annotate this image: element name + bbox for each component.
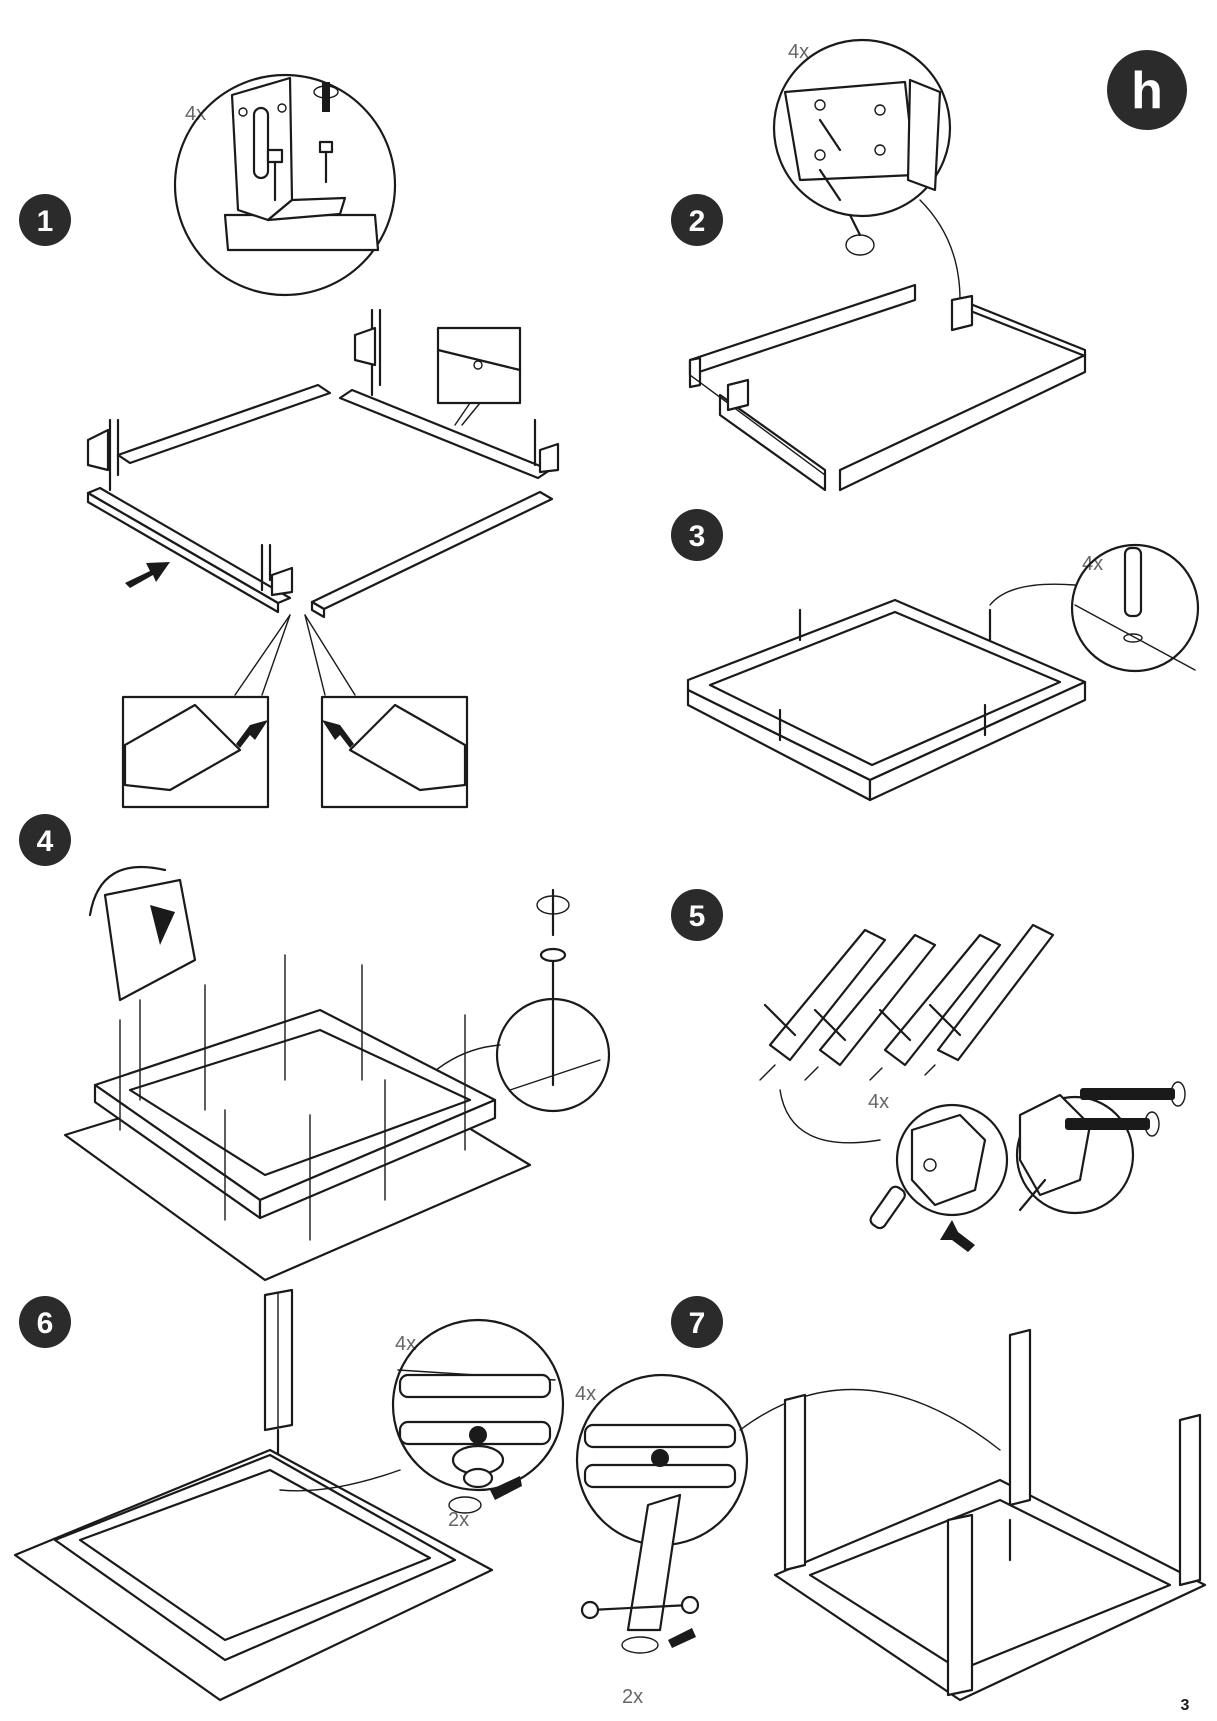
step-3-frame: [686, 598, 1087, 802]
screwdriver-icon: [536, 888, 570, 937]
step-5-dowel-detail: [779, 1089, 1009, 1252]
step-6-leg: [263, 1288, 294, 1472]
step-5-badge: 5: [671, 889, 723, 941]
step-1-badge: 1: [19, 194, 71, 246]
step-7-wrench-detail: [575, 1373, 1001, 1654]
step-7-badge: 7: [671, 1296, 723, 1348]
page-number: 3: [1181, 1697, 1190, 1714]
step-7-quantity: 4x: [575, 1383, 596, 1405]
screw-icon: [266, 140, 334, 202]
step-6-quantity: 4x: [395, 1333, 416, 1355]
screwdriver-icon: [313, 82, 339, 112]
step-3-dowel-detail: [989, 543, 1200, 673]
step-4-badge: 4: [19, 814, 71, 866]
step-2: 2 4x: [671, 38, 1087, 492]
step-2-quantity: 4x: [788, 41, 809, 63]
step-3-quantity: 4x: [1082, 553, 1103, 575]
step-1-quantity: 4x: [185, 103, 206, 125]
step-5-number: 5: [689, 900, 706, 933]
step-6-number: 6: [37, 1307, 54, 1340]
step-4-number: 4: [37, 825, 54, 858]
step-7-table: [773, 1328, 1207, 1702]
flip-over-icon: [88, 865, 197, 1002]
step-4-screw-detail: [399, 888, 611, 1113]
step-6: 6 4x 2x: [13, 1288, 565, 1702]
step-2-badge: 2: [671, 194, 723, 246]
step-6-quantity-secondary: 2x: [448, 1509, 469, 1531]
step-1-frame-parts: [86, 308, 560, 619]
step-7-number: 7: [689, 1307, 706, 1340]
step-2-frame: [688, 283, 1087, 492]
screwdriver-icon: [845, 213, 875, 256]
step-3-badge: 3: [671, 509, 723, 561]
wrench-icon: [580, 1493, 700, 1632]
step-6-fitting-detail: [279, 1318, 565, 1514]
screw-icon: [818, 118, 842, 202]
step-5-quantity: 4x: [868, 1091, 889, 1113]
step-6-frame: [13, 1448, 494, 1702]
step-5-legs: [759, 923, 1055, 1081]
step-3: 3 4x: [671, 509, 1200, 802]
step-7-quantity-secondary: 2x: [622, 1686, 643, 1708]
step-1-corner-details: [121, 614, 469, 809]
step-3-number: 3: [689, 520, 706, 553]
step-1: 1 4x: [19, 73, 560, 809]
step-1-bracket-detail: [173, 73, 397, 297]
step-5: 5 4x: [671, 889, 1186, 1252]
insert-arrow-icon: [125, 562, 170, 588]
step-2-number: 2: [689, 205, 706, 238]
step-6-badge: 6: [19, 1296, 71, 1348]
step-5-bolt-detail: [1015, 1081, 1186, 1215]
step-2-bracket-detail: [772, 38, 961, 301]
step-1-number: 1: [37, 205, 54, 238]
brand-logo-letter: h: [1131, 62, 1163, 120]
step-7: 7 4x 2x: [575, 1296, 1207, 1708]
step-4: 4: [19, 814, 611, 1282]
step-4-tabletop-frame: [63, 954, 532, 1282]
brand-logo: h: [1107, 50, 1187, 130]
